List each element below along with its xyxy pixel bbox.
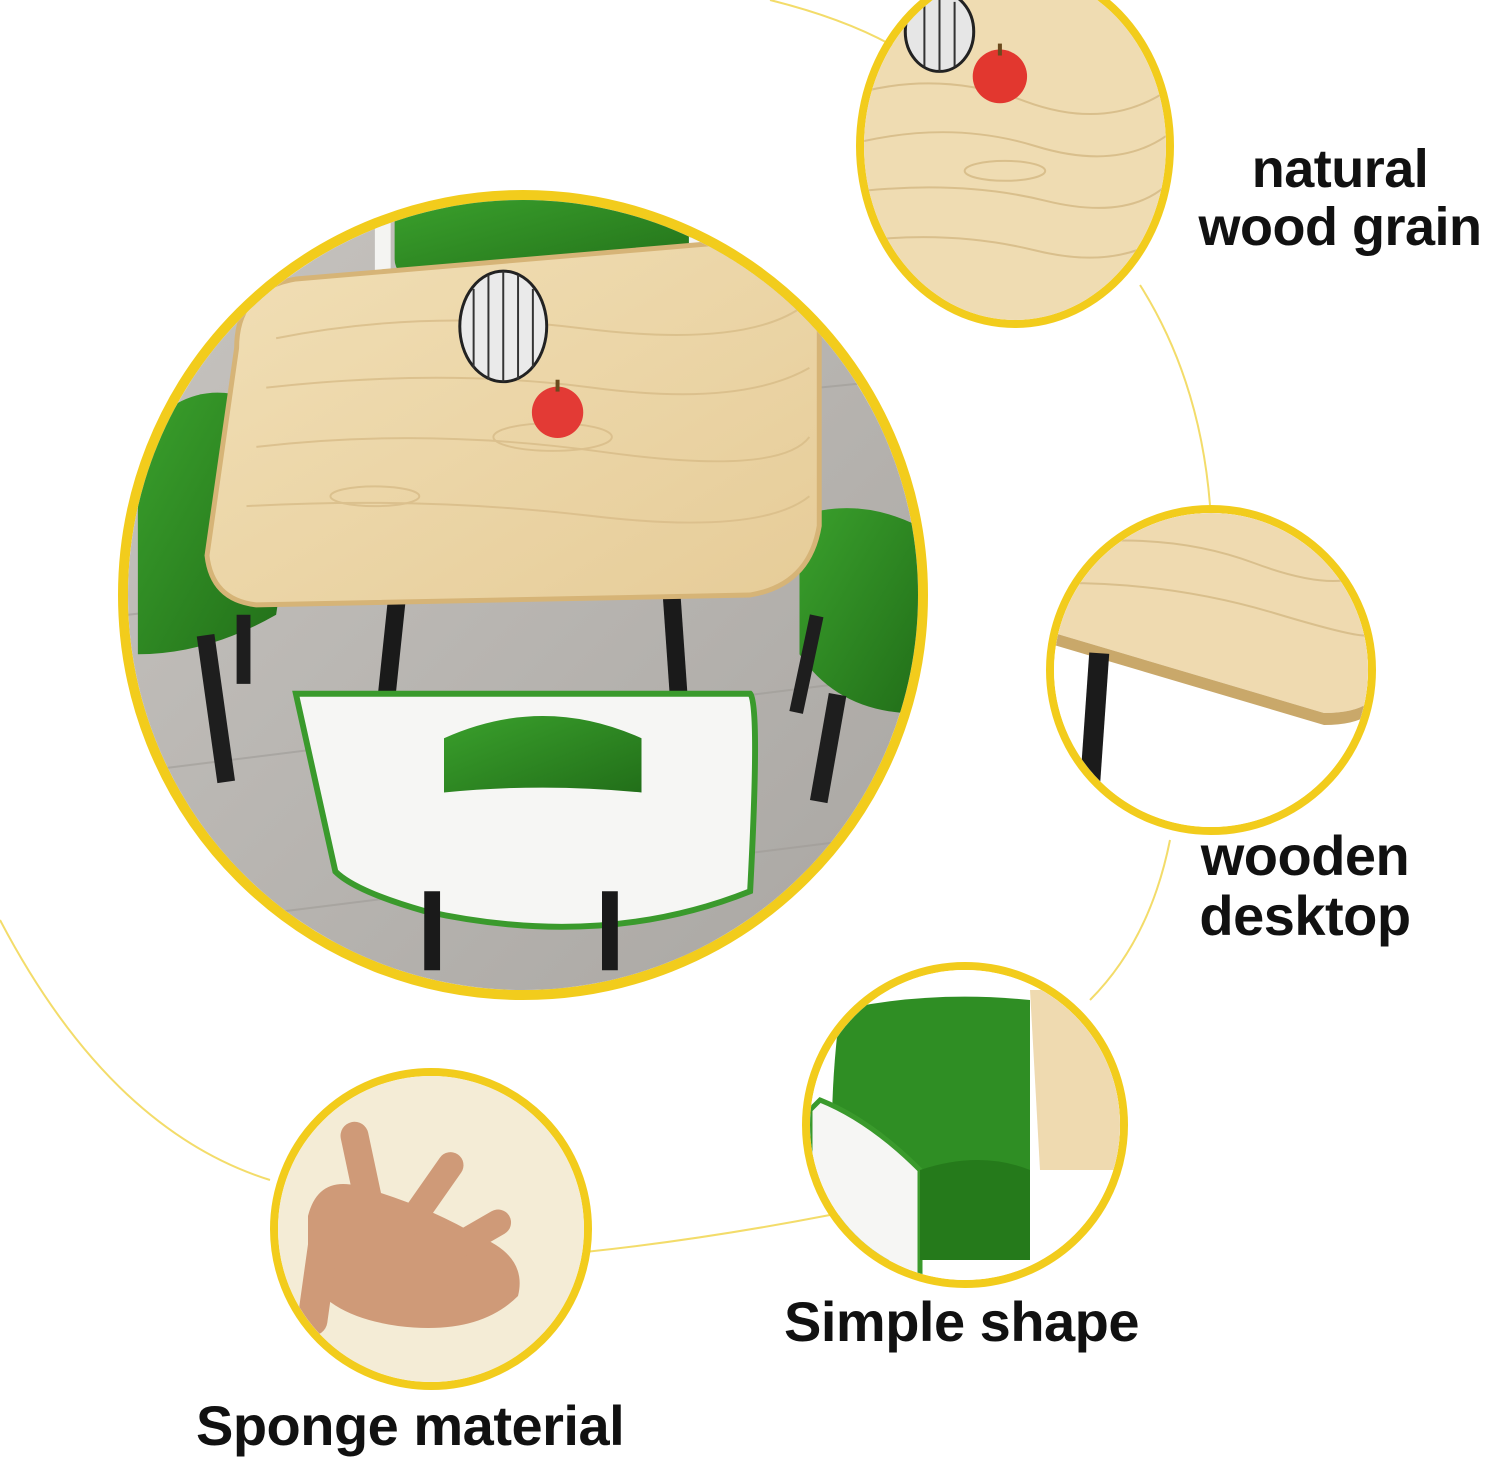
- main-product-circle: [118, 190, 928, 1000]
- desktop-label-line1: wooden: [1200, 824, 1410, 887]
- simple-shape-label: Simple shape: [784, 1290, 1140, 1353]
- wood-grain-image: [864, 0, 1166, 320]
- desktop-edge-image: [1054, 513, 1368, 827]
- sponge-material-label: Sponge material: [196, 1394, 625, 1457]
- chair-shape-image: [810, 970, 1120, 1280]
- connector-right-arc: [1139, 284, 1211, 506]
- sponge-material-circle: [270, 1068, 592, 1390]
- desktop-label-line2: desktop: [1199, 884, 1411, 948]
- connector-mid-arc: [1089, 839, 1171, 1001]
- sponge-hand-image: [278, 1076, 584, 1382]
- desktop-label: wooden desktop: [1150, 824, 1460, 948]
- wood-grain-label-line1: natural: [1251, 139, 1429, 199]
- desktop-detail-circle: [1046, 505, 1376, 835]
- wood-grain-label: natural wood grain: [1180, 140, 1500, 257]
- wood-grain-label-line2: wood grain: [1198, 197, 1482, 258]
- connector-bottom-arc: [584, 1214, 831, 1253]
- table-and-chairs-image: [128, 200, 918, 990]
- chair-shape-circle: [802, 962, 1128, 1288]
- connector-top-arc: [769, 0, 901, 51]
- wood-grain-detail-circle: [856, 0, 1174, 328]
- connector-left-arc: [0, 919, 271, 1181]
